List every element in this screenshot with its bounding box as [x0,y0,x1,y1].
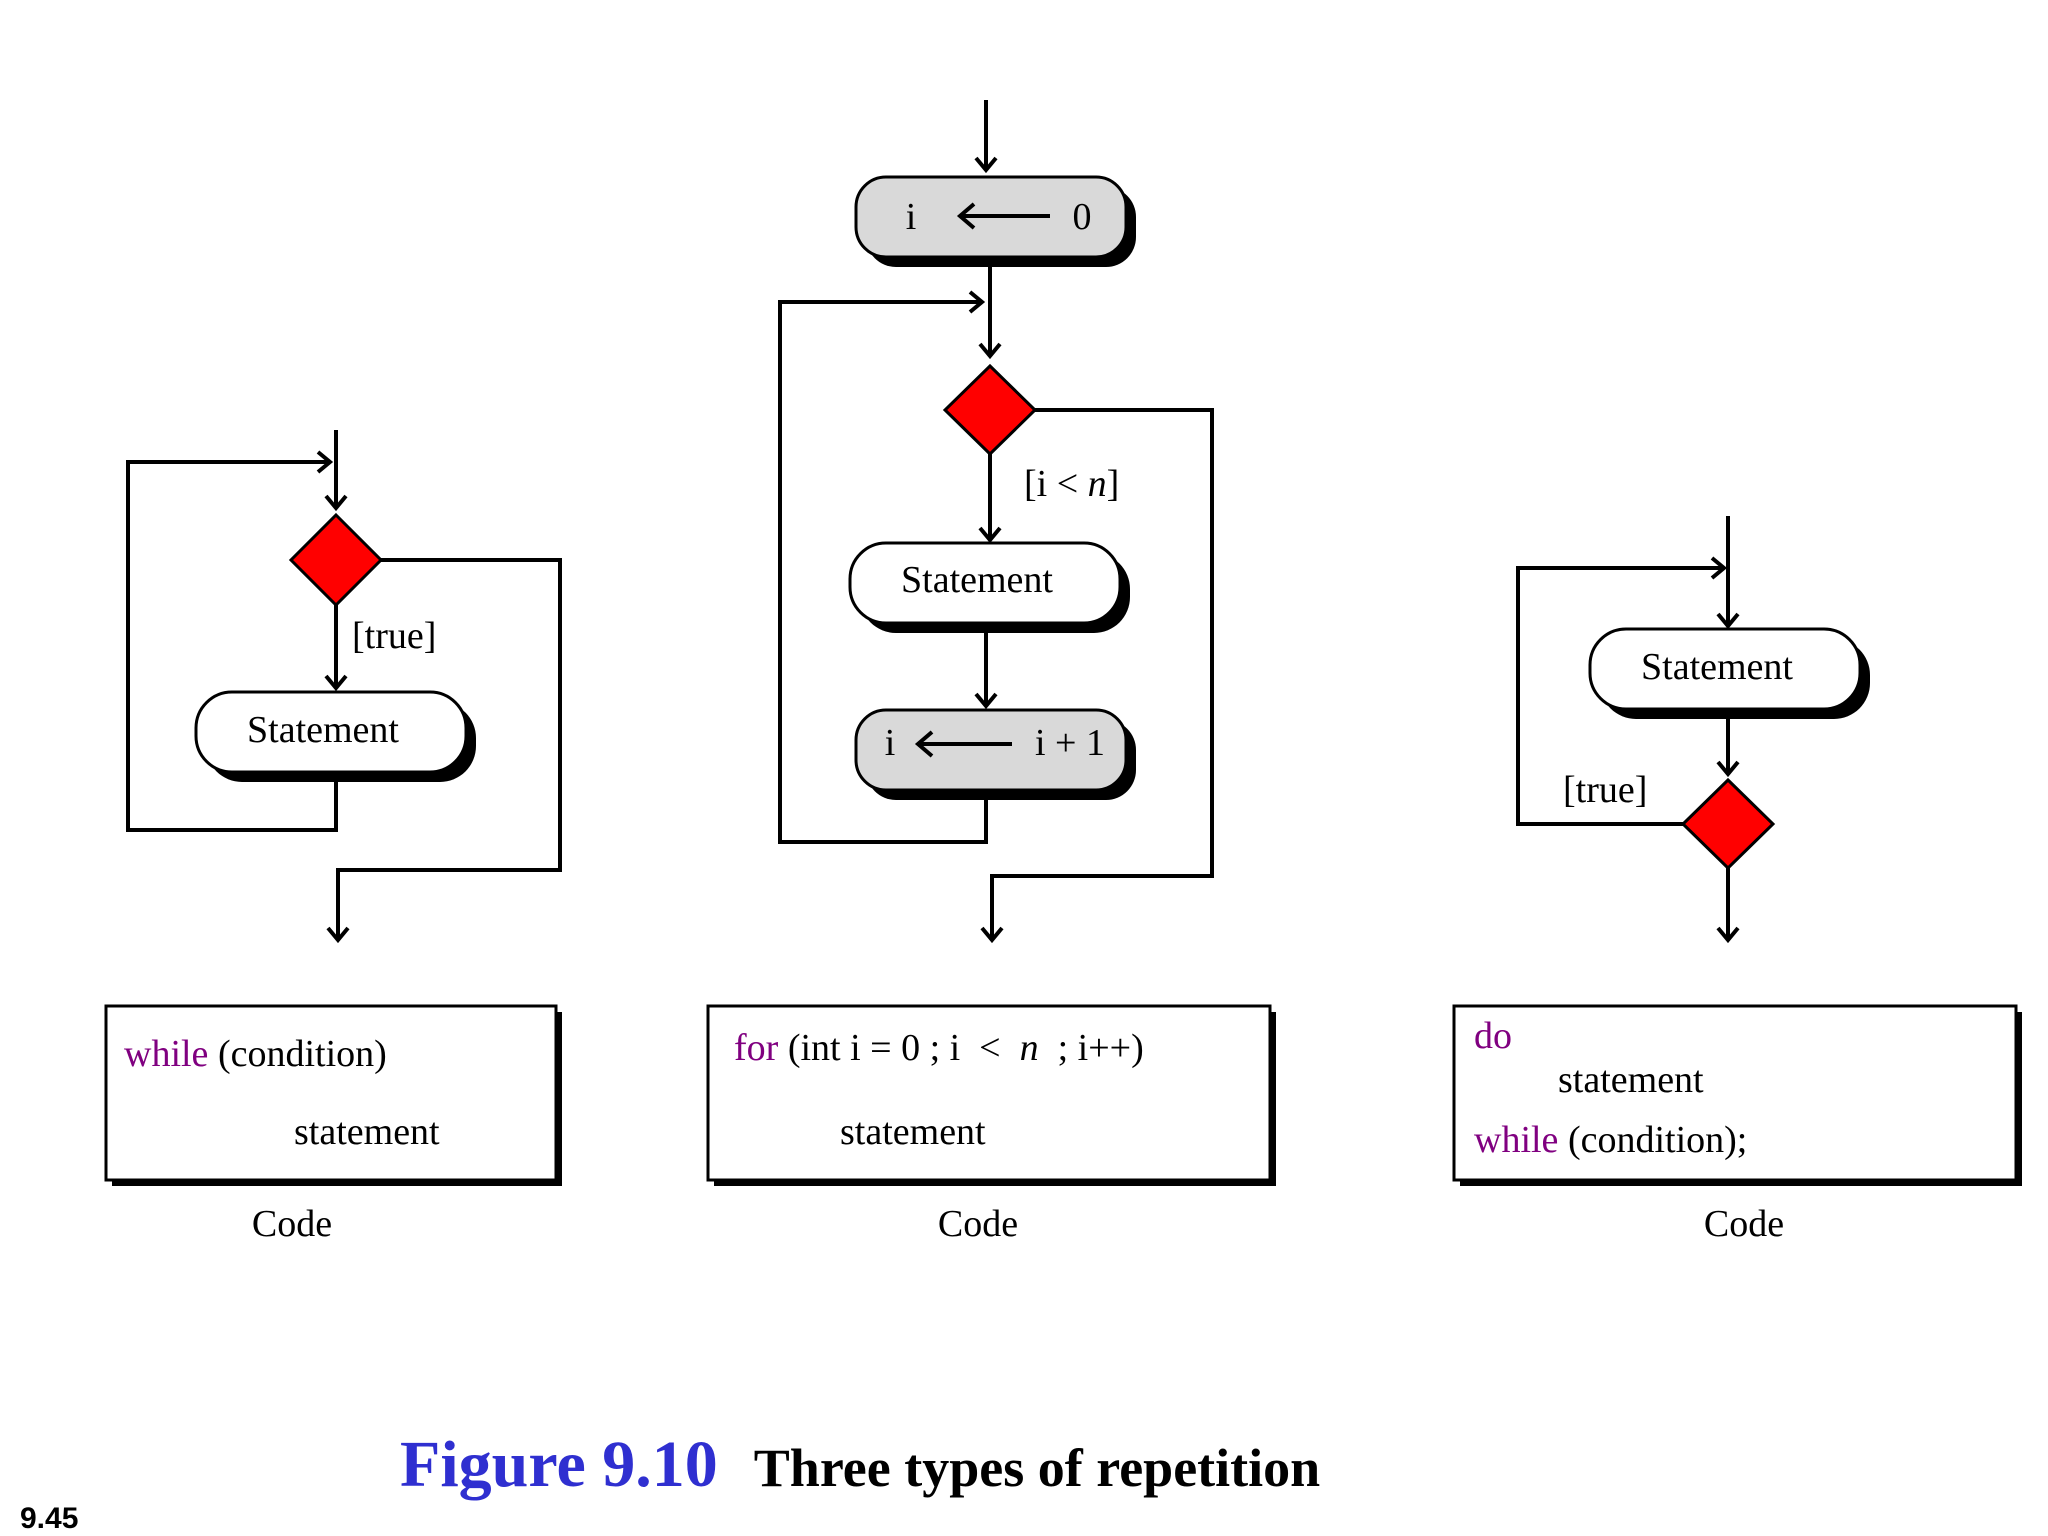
slide-number: 9.45 [20,1502,78,1535]
do-while-code-caption: Code [1704,1203,1784,1245]
for-code-box: for (int i = 0 ; i < n ; i++) statement [706,1004,1276,1186]
do-while-decision-diamond [1680,777,1776,871]
for-statement-box [848,541,1122,625]
do-while-statement-box [1588,627,1862,711]
for-code-body: statement [840,1111,986,1153]
while-code-box: while (condition) statement [104,1004,562,1186]
do-while-code-while: while (condition); [1474,1119,1747,1161]
do-while-code-box: do statement while (condition); [1452,1004,2022,1186]
while-code-caption: Code [252,1203,332,1245]
for-init-value: 0 [1073,196,1092,238]
for-increment-value: i + 1 [1035,722,1105,764]
for-flowchart: i 0 [i < n] Statement i i + 1 [778,100,1214,944]
while-statement-label: Statement [247,709,399,751]
for-increment-var: i [885,722,896,764]
for-guard-label: [i < n] [1024,463,1119,505]
for-code-header: for (int i = 0 ; i < n ; i++) [734,1027,1144,1069]
while-decision-diamond [288,512,384,608]
for-increment-box [854,708,1128,792]
do-while-code-do: do [1474,1015,1512,1057]
while-code-header: while (condition) [124,1033,387,1075]
do-while-code-body: statement [1558,1059,1704,1101]
while-guard-label: [true] [352,615,436,657]
for-decision-diamond [942,363,1038,457]
do-while-guard-label: [true] [1563,769,1647,811]
while-code-body: statement [294,1111,440,1153]
while-statement-box [194,690,468,774]
for-init-var: i [906,196,917,238]
do-while-flowchart: Statement [true] [1516,516,1870,944]
do-while-statement-label: Statement [1641,646,1793,688]
for-code-caption: Code [938,1203,1018,1245]
while-flowchart: [true] Statement [126,430,562,944]
for-statement-label: Statement [901,559,1053,601]
